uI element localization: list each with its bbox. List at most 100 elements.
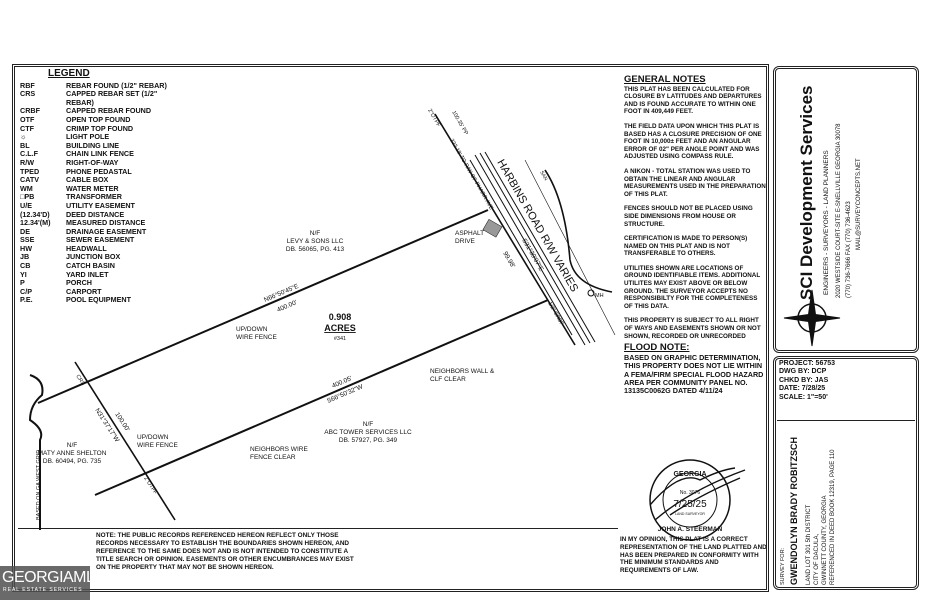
legend-desc: POOL EQUIPMENT bbox=[66, 295, 131, 305]
legend-code: (12.34'D) bbox=[20, 209, 50, 219]
project-number: PROJECT: 56753 bbox=[779, 360, 836, 367]
title-block-survey bbox=[773, 356, 919, 590]
road-lines bbox=[469, 151, 616, 346]
legend-code: HW bbox=[20, 243, 32, 253]
seal-number: No. 3076 bbox=[680, 490, 701, 496]
legend-item: C.L.F CHAIN LINK FENCE bbox=[20, 150, 170, 159]
legend-desc: MEASURED DISTANCE bbox=[66, 218, 146, 228]
county: GWINNETT COUNTY, GEORGIA bbox=[822, 496, 828, 585]
legend-item: R/W RIGHT-OF-WAY bbox=[20, 157, 170, 168]
legend-item: BL BUILDING LINE bbox=[20, 140, 170, 151]
legend-desc: OPEN TOP FOUND bbox=[66, 114, 131, 124]
company-tagline: ENGINEERS - SURVEYORS - LAND PLANNERS bbox=[823, 150, 830, 295]
legend-item: (12.34'D)DEED DISTANCE bbox=[20, 209, 170, 220]
city: CITY OF DACULA, bbox=[814, 533, 820, 585]
drawn-by: DWG BY: DCP bbox=[779, 368, 827, 376]
title-block-company bbox=[773, 66, 919, 353]
acres-label: ACRES bbox=[324, 323, 356, 333]
legend-code: CRS bbox=[20, 89, 36, 99]
legend-desc: DRAINAGE EASEMENT bbox=[66, 226, 147, 236]
scale: SCALE: 1"=50' bbox=[779, 393, 828, 401]
general-notes: GENERAL NOTES THIS PLAT HAS BEEN CALCULA… bbox=[624, 75, 766, 396]
neighbors-wire-label: NEIGHBORS WIRE FENCE CLEAR bbox=[250, 446, 308, 461]
client-name: GWENDOLYN BRADY ROBITZSCH bbox=[789, 437, 799, 585]
legend-title: LEGEND bbox=[48, 68, 90, 79]
legend-code: WM bbox=[20, 183, 33, 193]
south-owner-name: ABC TOWER SERVICES LLC bbox=[324, 429, 412, 436]
neighbors-wall-label: NEIGHBORS WALL & CLF CLEAR bbox=[430, 368, 495, 383]
general-note: THIS PLAT HAS BEEN CALCULATED FOR CLOSUR… bbox=[624, 85, 762, 116]
legend-desc: RIGHT-OF-WAY bbox=[66, 157, 119, 167]
south-owner-deed: DB. 57927, PG. 349 bbox=[339, 437, 398, 444]
north-owner-nf: N/F bbox=[310, 230, 321, 237]
tie-label: 332.18' TO R/W OF PHARR AVE bbox=[448, 138, 494, 211]
legend-desc: JUNCTION BOX bbox=[66, 252, 121, 262]
seal-date: 7/25/25 bbox=[673, 499, 707, 510]
mls-sub: REAL ESTATE SERVICES bbox=[3, 587, 83, 593]
road-name: HARBINS ROAD R/W VARIES bbox=[494, 158, 580, 295]
legend-code: P bbox=[20, 278, 25, 288]
fence-label-west: UP/DOWN WIRE FENCE bbox=[137, 434, 178, 449]
checked-by: CHKD BY: JAS bbox=[779, 376, 829, 384]
legend-desc: PHONE PEDASTAL bbox=[66, 166, 132, 176]
legend-code: 12.34'(M) bbox=[20, 218, 51, 228]
company-address: 2020 WESTSIDE COURT-SITE E-SNELLVILLE GE… bbox=[836, 123, 842, 298]
legend-desc: BUILDING LINE bbox=[66, 140, 120, 150]
deed-reference: REFERENCED IN DEED BOOK 12319, PAGE 110 bbox=[830, 449, 836, 585]
legend-desc: REBAR FOUND (1/2" REBAR) bbox=[66, 80, 167, 90]
legend-desc: LIGHT POLE bbox=[66, 132, 110, 142]
west-owner-name: MATY ANNE SHELTON bbox=[38, 450, 107, 457]
legend-desc: CAPPED REBAR SET (1/2" REBAR) bbox=[66, 89, 158, 107]
legend-item: ☼ LIGHT POLE bbox=[20, 133, 170, 142]
west-distance: 100.00' bbox=[113, 411, 130, 433]
legend-code: BL bbox=[20, 140, 30, 150]
plat-labels: N/F LEVY & SONS LLC DB. 56065, PG. 413 0… bbox=[36, 86, 862, 585]
company-phone: (770) 736-7666 FAX (770) 736-4623 bbox=[846, 201, 852, 298]
west-boundary bbox=[74, 361, 176, 521]
fence-label-north: UP/DOWN WIRE FENCE bbox=[236, 326, 277, 341]
north-owner-name: LEVY & SONS LLC bbox=[287, 238, 344, 245]
signature bbox=[649, 467, 746, 521]
legend-code: C.L.F bbox=[20, 149, 38, 159]
road-distance: 99.98' bbox=[501, 251, 516, 270]
legend-code: JB bbox=[20, 252, 30, 262]
legend-code: CB bbox=[20, 261, 31, 271]
south-owner-nf: N/F bbox=[363, 421, 374, 428]
legend-desc: CHAIN LINK FENCE bbox=[66, 149, 134, 159]
legend-code: YI bbox=[20, 269, 27, 279]
pp-label: 100.35' PP bbox=[450, 110, 469, 136]
company-name: SCI Development Services bbox=[797, 86, 816, 300]
legend-desc: SEWER EASEMENT bbox=[66, 235, 135, 245]
legend-desc: WATER METER bbox=[66, 183, 119, 193]
legend-code: U/E bbox=[20, 200, 32, 210]
company-email: MAIL@SURVEYCONCEPTS.NET bbox=[856, 158, 862, 250]
legend-code: CRBF bbox=[20, 106, 40, 116]
seal-state: GEORGIA bbox=[673, 471, 706, 478]
flood-note-text: BASED ON GRAPHIC DETERMINATION, THIS PRO… bbox=[624, 352, 764, 396]
legend-code: DE bbox=[20, 226, 30, 236]
sewer-line-label: SAN bbox=[538, 170, 549, 182]
project-divider bbox=[777, 420, 915, 421]
legend-desc: PORCH bbox=[66, 278, 92, 288]
legend-desc: TRANSFORMER bbox=[66, 192, 122, 202]
legend-item: CRS CAPPED REBAR SET (1/2" REBAR) bbox=[20, 89, 170, 107]
seal-role: LAND SURVEYOR bbox=[675, 512, 705, 516]
crs-label: CRS bbox=[74, 374, 86, 387]
legend-code: ☼ bbox=[20, 132, 27, 142]
legend-code: C/P bbox=[20, 286, 32, 296]
legend-item: P PORCH bbox=[20, 279, 170, 288]
north-distance: 400.00' bbox=[276, 299, 298, 314]
legend-desc: UTILITY EASEMENT bbox=[66, 200, 135, 210]
general-note: THE FIELD DATA UPON WHICH THIS PLAT IS B… bbox=[624, 122, 762, 161]
legend-code: R/W bbox=[20, 157, 34, 167]
general-note: UTILITIES SHOWN ARE LOCATIONS OF GROUND … bbox=[624, 264, 761, 310]
legend-item: WM WATER METER bbox=[20, 183, 170, 194]
legend-code: □PB bbox=[20, 192, 35, 202]
